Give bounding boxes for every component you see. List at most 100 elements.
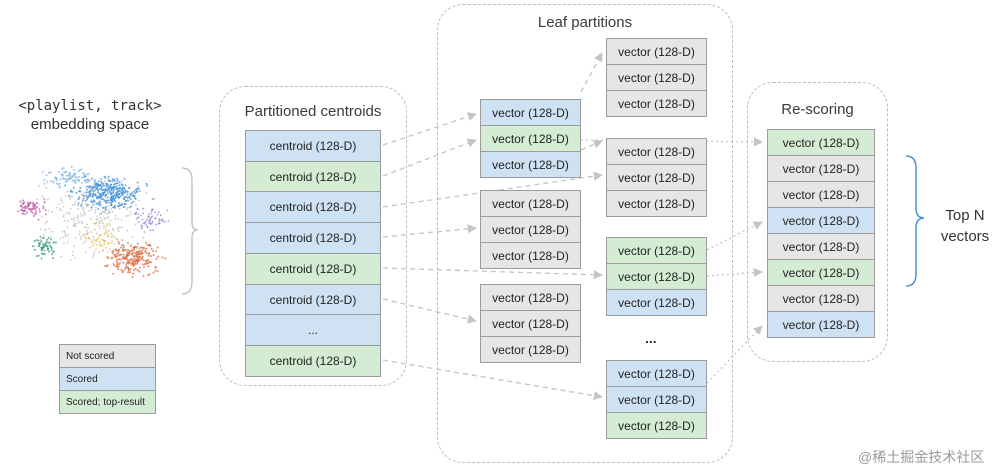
rescoring-vector-cell: vector (128-D) xyxy=(767,311,875,338)
rescoring-vector-cell: vector (128-D) xyxy=(767,285,875,312)
embedding-point xyxy=(38,210,41,213)
embedding-point xyxy=(78,175,81,178)
embedding-point xyxy=(141,226,144,228)
embedding-point xyxy=(148,273,151,276)
embedding-point xyxy=(81,222,84,225)
embedding-point xyxy=(123,197,126,200)
embedding-point xyxy=(82,197,85,200)
embedding-point xyxy=(119,195,122,198)
embedding-point xyxy=(86,198,89,201)
embedding-point xyxy=(137,213,140,216)
embedding-point xyxy=(62,167,65,169)
embedding-point xyxy=(147,254,150,257)
leaf-vector-cell: vector (128-D) xyxy=(606,190,707,217)
embedding-point xyxy=(100,220,103,223)
embedding-point xyxy=(154,269,157,272)
embedding-point xyxy=(94,222,97,225)
embedding-point xyxy=(102,184,105,187)
embedding-point xyxy=(121,271,124,274)
embedding-point xyxy=(117,240,120,243)
embedding-point xyxy=(48,250,50,253)
embedding-point xyxy=(117,205,119,208)
embedding-point xyxy=(52,181,55,184)
embedding-point xyxy=(103,191,106,194)
embedding-point xyxy=(86,179,89,182)
embedding-point xyxy=(60,173,63,176)
embedding-point xyxy=(100,213,103,216)
embedding-point xyxy=(93,251,96,253)
embedding-point xyxy=(111,178,114,181)
embedding-point xyxy=(114,196,117,199)
embedding-point xyxy=(98,212,101,215)
embedding-point xyxy=(112,187,115,190)
embedding-point xyxy=(47,171,50,174)
embedding-point xyxy=(108,201,110,204)
rescoring-title: Re-scoring xyxy=(781,101,854,118)
embedding-point xyxy=(106,256,109,259)
embedding-point xyxy=(120,261,122,263)
embedding-point xyxy=(104,232,107,235)
embedding-point xyxy=(73,217,75,219)
embedding-point xyxy=(90,231,93,233)
embedding-point xyxy=(131,260,134,263)
embedding-point xyxy=(117,226,120,229)
embedding-point xyxy=(102,188,105,191)
embedding-point xyxy=(136,251,139,254)
embedding-point xyxy=(99,187,102,190)
embedding-point xyxy=(122,239,124,241)
embedding-point xyxy=(19,200,22,203)
embedding-point xyxy=(109,224,111,227)
embedding-point xyxy=(127,199,129,202)
embedding-point xyxy=(106,213,109,215)
embedding-point xyxy=(147,244,150,246)
embedding-point xyxy=(104,210,106,213)
embedding-point xyxy=(64,177,67,180)
embedding-point xyxy=(94,189,97,191)
embedding-point xyxy=(92,192,95,195)
rescoring-vector-cell: vector (128-D) xyxy=(767,233,875,260)
embedding-point xyxy=(71,195,74,198)
embedding-point xyxy=(129,259,132,262)
embedding-point xyxy=(132,200,135,203)
embedding-point xyxy=(101,210,104,213)
embedding-point xyxy=(114,248,117,251)
embedding-point xyxy=(66,226,69,229)
embedding-point xyxy=(80,168,83,171)
embedding-point xyxy=(75,191,78,194)
embedding-point xyxy=(57,183,60,186)
embedding-point xyxy=(119,187,122,189)
embedding-point xyxy=(126,206,129,209)
embedding-point xyxy=(81,199,84,202)
arrow-leaf-to-leaf xyxy=(580,140,603,151)
embedding-point xyxy=(99,204,102,207)
embedding-point xyxy=(136,190,138,193)
embedding-point xyxy=(45,174,48,177)
embedding-point xyxy=(99,245,102,247)
embedding-point xyxy=(70,218,73,220)
embedding-point xyxy=(64,184,66,187)
embedding-point xyxy=(93,183,96,185)
embedding-point xyxy=(61,174,64,177)
embedding-point xyxy=(134,192,137,195)
embedding-point xyxy=(106,186,109,189)
embedding-point xyxy=(85,191,88,194)
embedding-point xyxy=(43,249,46,252)
legend-item-gray: Not scored xyxy=(59,344,156,368)
arrow-centroid-to-leaf xyxy=(382,267,603,280)
embedding-point xyxy=(154,265,157,268)
embedding-point xyxy=(122,261,125,264)
embedding-point xyxy=(82,233,85,236)
leaf-vector-cell: vector (128-D) xyxy=(606,90,707,117)
arrow-centroid-to-leaf xyxy=(382,359,603,401)
embedding-point xyxy=(33,240,36,243)
embedding-point xyxy=(109,199,112,202)
embedding-point xyxy=(130,198,132,201)
embedding-point xyxy=(124,249,127,252)
embedding-point xyxy=(37,218,40,221)
embedding-point xyxy=(67,241,69,244)
embedding-point xyxy=(69,196,72,198)
embedding-point xyxy=(35,201,38,204)
embedding-point xyxy=(112,234,115,237)
leaf-vector-cell: vector (128-D) xyxy=(480,242,581,269)
embedding-point xyxy=(47,209,50,212)
